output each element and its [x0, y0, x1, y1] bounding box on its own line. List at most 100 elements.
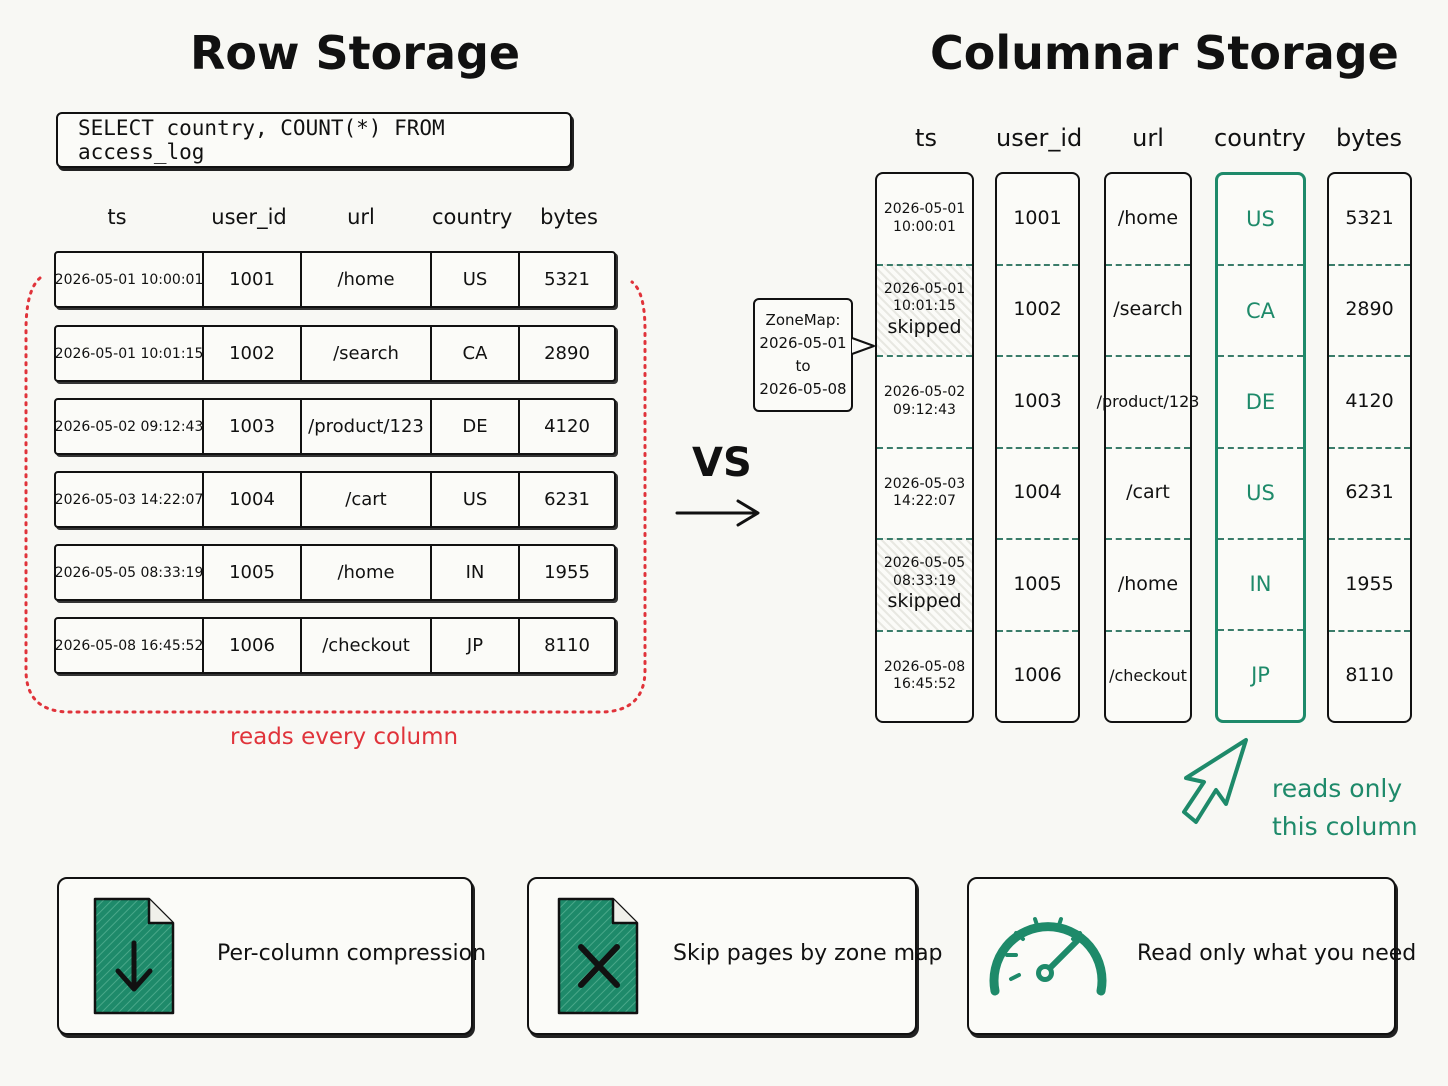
col-header-ts: ts: [915, 124, 937, 152]
row-record: 2026-05-05 08:33:19 1005 /home IN 1955: [54, 544, 616, 601]
row-cell-country: CA: [432, 327, 520, 380]
user-id-cell: 1004: [997, 446, 1078, 539]
col-header-url: url: [1132, 124, 1164, 152]
speedometer-icon: [989, 917, 1107, 996]
sql-query-text: SELECT country, COUNT(*) FROM access_log: [78, 116, 445, 164]
row-cell-url: /product/123: [302, 400, 432, 453]
column-user-id: 1001 1002 1003 1004 1005 1006: [995, 172, 1080, 723]
row-header-country: country: [432, 205, 513, 229]
row-cell-bytes: 6231: [544, 489, 590, 510]
url-cell: /search: [1106, 263, 1190, 356]
cursor-arrow-icon: [1182, 738, 1248, 824]
sql-query-box: SELECT country, COUNT(*) FROM access_log: [56, 112, 572, 168]
feature-card-skip-pages: Skip pages by zone map: [527, 877, 943, 1035]
row-cell-url: /home: [302, 546, 432, 599]
row-cell-country: US: [432, 253, 520, 306]
country-cell: IN: [1218, 537, 1303, 629]
column-url: /home /search /product/123 /cart /home /…: [1097, 172, 1199, 723]
row-record: 2026-05-01 10:01:15 1002 /search CA 2890: [54, 325, 616, 382]
row-cell-country: DE: [432, 400, 520, 453]
zonemap-min: 2026-05-01: [759, 333, 847, 352]
columnar-storage-title: Columnar Storage: [930, 26, 1399, 80]
user-id-cell: 1001: [1013, 206, 1062, 229]
file-download-icon: [93, 897, 175, 1015]
zonemap-max: 2026-05-08: [759, 380, 847, 399]
column-ts: 2026-05-01 10:00:01 2026-05-01 10:01:15 …: [875, 172, 974, 723]
row-header-url: url: [347, 205, 375, 229]
ts-page-skipped: 2026-05-05 08:33:19 skipped: [877, 538, 972, 630]
zonemap-callout-pointer: [851, 337, 875, 355]
feature-label-compression: Per-column compression: [217, 941, 487, 966]
column-bytes: 5321 2890 4120 6231 1955 8110: [1327, 172, 1412, 723]
row-cell-ts: 2026-05-02 09:12:43: [55, 400, 204, 453]
row-cell-bytes: 4120: [544, 416, 590, 437]
row-record: 2026-05-08 16:45:52 1006 /checkout JP 81…: [54, 617, 616, 674]
right-arrow-icon: [675, 499, 760, 527]
row-cell-country: JP: [432, 619, 520, 672]
country-cell: JP: [1218, 628, 1303, 720]
row-cell-url: /home: [302, 253, 432, 306]
ts-page-skipped: 2026-05-01 10:01:15 skipped: [877, 263, 972, 355]
green-note-line-1: reads only: [1272, 774, 1403, 803]
row-cell-bytes: 2890: [544, 343, 590, 364]
ts-time: 09:12:43: [893, 401, 956, 418]
green-note-line-2: this column: [1272, 811, 1418, 841]
user-id-cell: 1006: [997, 629, 1078, 722]
country-cell: DE: [1218, 355, 1303, 446]
ts-page: 2026-05-02 09:12:43: [877, 355, 972, 447]
user-id-cell: 1002: [997, 263, 1078, 356]
row-cell-url: /search: [302, 327, 432, 380]
skipped-label: skipped: [887, 590, 962, 613]
url-cell: /home: [1106, 538, 1190, 630]
ts-date: 2026-05-01: [883, 201, 966, 218]
row-header-user-id: user_id: [211, 205, 287, 229]
bytes-cell: 8110: [1329, 629, 1410, 722]
row-cell-user-id: 1001: [204, 253, 302, 306]
vs-label: VS: [692, 440, 752, 486]
bytes-cell: 1955: [1329, 538, 1410, 630]
url-cell: /checkout: [1106, 629, 1190, 722]
bytes-cell: 5321: [1345, 206, 1394, 229]
row-cell-user-id: 1003: [204, 400, 302, 453]
country-cell: CA: [1218, 264, 1303, 355]
row-cell-bytes: 8110: [544, 635, 590, 656]
reads-every-column-note: reads every column: [230, 724, 459, 750]
row-cell-url: /cart: [302, 473, 432, 526]
ts-time: 16:45:52: [893, 676, 956, 693]
ts-date: 2026-05-02: [883, 384, 966, 401]
row-record: 2026-05-01 10:00:01 1001 /home US 5321: [54, 251, 616, 308]
bytes-cell: 6231: [1329, 446, 1410, 539]
row-cell-ts: 2026-05-01 10:00:01: [55, 253, 204, 306]
bytes-cell: 4120: [1329, 355, 1410, 447]
skipped-label: skipped: [887, 315, 962, 338]
file-x-icon: [557, 897, 639, 1015]
ts-page: 2026-05-01 10:00:01: [877, 174, 972, 264]
url-cell: /home: [1117, 206, 1179, 229]
ts-page: 2026-05-08 16:45:52: [877, 629, 972, 722]
row-cell-bytes: 1955: [544, 562, 590, 583]
reads-only-this-column-note: reads only this column: [1272, 770, 1418, 845]
country-cell: US: [1246, 207, 1275, 232]
ts-date: 2026-05-08: [883, 658, 966, 675]
row-cell-user-id: 1006: [204, 619, 302, 672]
row-header-ts: ts: [107, 205, 127, 229]
row-cell-country: IN: [432, 546, 520, 599]
feature-card-compression: Per-column compression: [57, 877, 486, 1035]
row-cell-user-id: 1002: [204, 327, 302, 380]
feature-card-read-only: Read only what you need: [967, 877, 1416, 1035]
row-cell-ts: 2026-05-08 16:45:52: [55, 619, 204, 672]
row-cell-ts: 2026-05-03 14:22:07: [55, 473, 204, 526]
ts-date: 2026-05-03: [883, 475, 966, 492]
row-header-bytes: bytes: [540, 205, 598, 229]
row-cell-url: /checkout: [302, 619, 432, 672]
row-cell-country: US: [432, 473, 520, 526]
zonemap-callout: ZoneMap: 2026-05-01 to 2026-05-08: [753, 298, 853, 412]
col-header-country: country: [1214, 124, 1306, 152]
row-cell-ts: 2026-05-01 10:01:15: [55, 327, 204, 380]
user-id-cell: 1003: [997, 355, 1078, 447]
row-record: 2026-05-02 09:12:43 1003 /product/123 DE…: [54, 398, 616, 455]
row-cell-user-id: 1004: [204, 473, 302, 526]
ts-date: 2026-05-01: [883, 280, 966, 297]
ts-date: 2026-05-05: [883, 555, 966, 572]
